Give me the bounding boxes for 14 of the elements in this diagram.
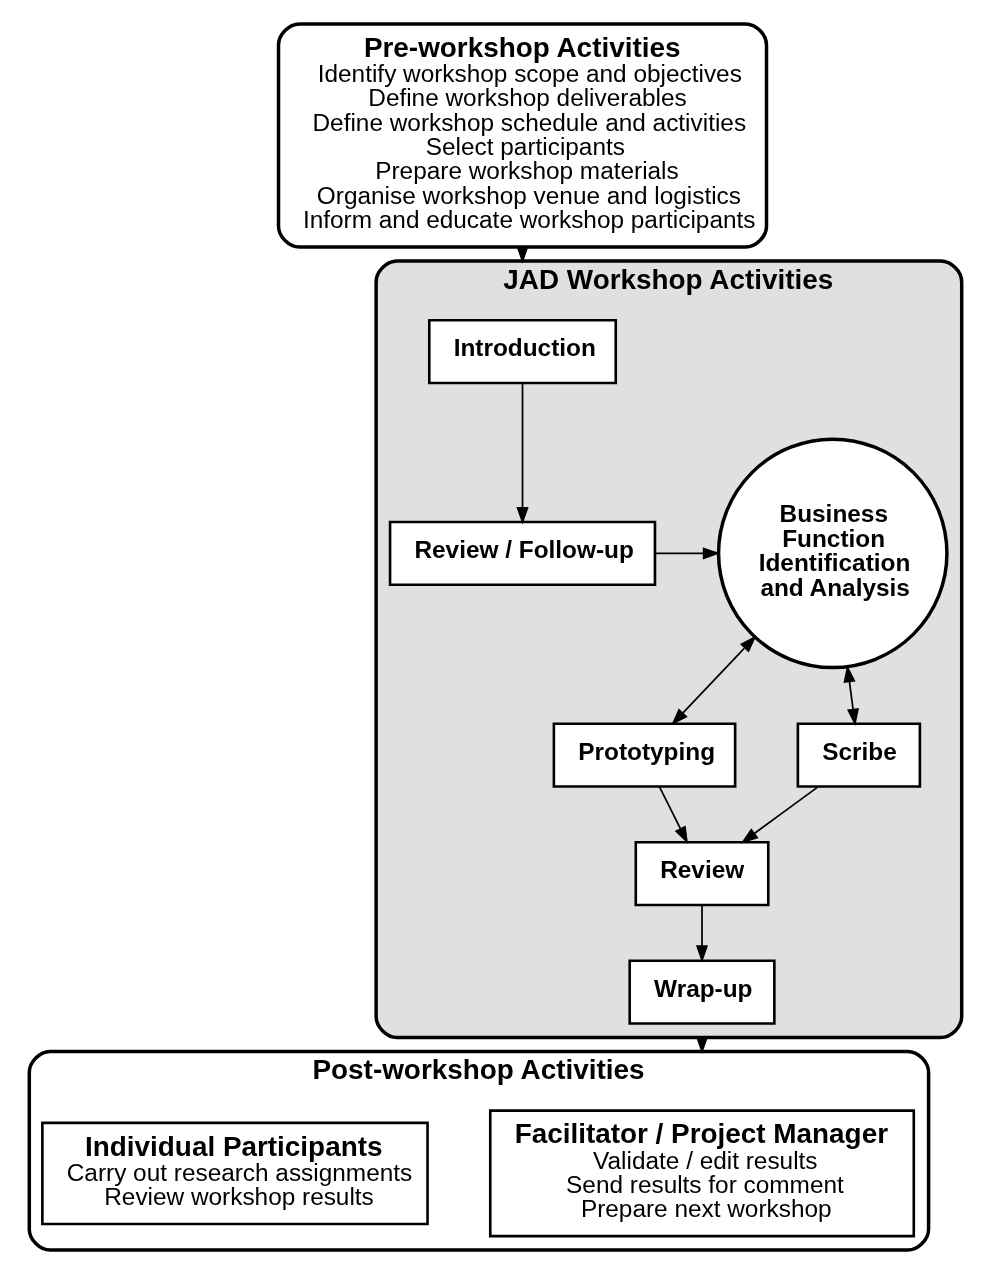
- arrow: [695, 904, 709, 963]
- arrow: [658, 786, 688, 844]
- node-box: Introduction: [427, 318, 618, 385]
- node-box: Scribe: [796, 722, 922, 788]
- arrow: [671, 635, 757, 726]
- node-box: Review: [634, 840, 770, 907]
- node-box: Prototyping: [552, 722, 737, 788]
- node-box: Review / Follow-up: [388, 520, 657, 587]
- arrow: [740, 786, 819, 844]
- node-box: Wrap-up: [628, 959, 776, 1025]
- node-box: Individual Participants Carry out research assignments Review workshop results: [41, 1121, 429, 1226]
- arrow: [516, 382, 529, 525]
- node-circle: Business Function Identification and Analysis: [716, 437, 949, 670]
- node-box: Facilitator / Project Manager Validate / edit results Send results for comment Prepare next workshop: [488, 1109, 916, 1238]
